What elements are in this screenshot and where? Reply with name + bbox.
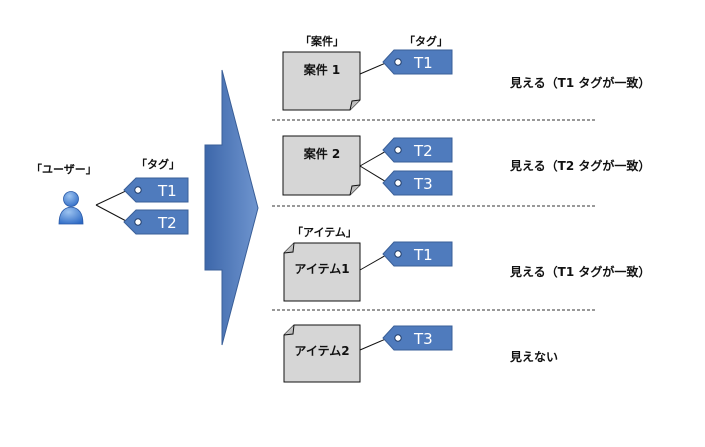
document-project-2: 案件 2	[282, 135, 361, 196]
project-tag-group-label: 「タグ」	[404, 35, 448, 48]
project-section-label: 「案件」	[300, 35, 344, 48]
connector-line	[359, 149, 389, 167]
connector-line	[95, 204, 129, 223]
result-text: 見える（T1 タグが一致）	[510, 265, 651, 279]
document-title: 案件 2	[303, 146, 341, 161]
tag-label: T1	[157, 182, 177, 200]
big-right-arrow	[204, 69, 259, 346]
document-title: アイテム1	[294, 262, 349, 276]
tag-label: T1	[413, 54, 433, 72]
connector-line	[359, 165, 389, 184]
tag-icon: T1	[123, 177, 189, 203]
tag-label: T2	[157, 214, 177, 232]
tag-icon: T3	[382, 170, 453, 196]
tag-label: T2	[413, 142, 433, 160]
user-tag-group-label: 「タグ」	[136, 158, 180, 171]
tag-icon: T1	[382, 49, 453, 75]
document-project-1: 案件 1	[282, 51, 361, 111]
tag-label: T3	[413, 175, 433, 193]
tag-icon: T1	[382, 241, 453, 267]
tag-icon: T2	[382, 137, 453, 163]
document-title: アイテム2	[294, 344, 349, 358]
tag-label: T1	[413, 246, 433, 264]
connector-line	[359, 61, 389, 75]
user-label: 「ユーザー」	[31, 163, 97, 176]
user-icon	[58, 191, 84, 225]
tag-icon: T2	[123, 209, 189, 235]
connector-line	[359, 337, 389, 351]
connector-line	[359, 253, 389, 271]
connector-line	[95, 189, 129, 206]
item-section-label: 「アイテム」	[292, 226, 357, 239]
tag-label: T3	[413, 330, 433, 348]
document-title: 案件 1	[303, 62, 341, 77]
result-text: 見えない	[510, 350, 559, 364]
document-item-1: アイテム1	[283, 242, 361, 302]
result-text: 見える（T2 タグが一致）	[510, 159, 651, 173]
tag-icon: T3	[382, 325, 453, 351]
document-item-2: アイテム2	[283, 324, 361, 383]
result-text: 見える（T1 タグが一致）	[510, 76, 651, 90]
